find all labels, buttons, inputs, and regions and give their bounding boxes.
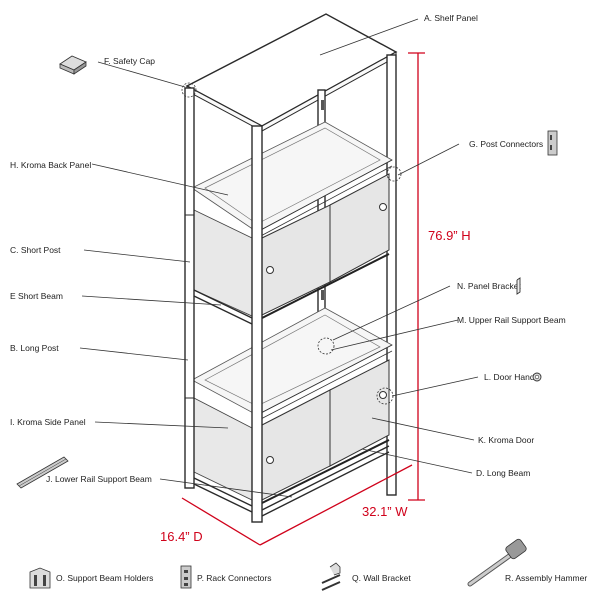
label-support-beam-holders: O. Support Beam Holders	[56, 573, 153, 583]
panel-bracket-icon	[516, 277, 521, 295]
label-assembly-hammer: R. Assembly Hammer	[505, 573, 587, 583]
label-post-connectors: G. Post Connectors	[469, 139, 543, 149]
leader-m	[330, 319, 459, 351]
short-beam	[193, 289, 253, 319]
wall-bracket-icon	[321, 562, 341, 591]
label-short-post: C. Short Post	[10, 245, 61, 255]
rack-connectors-icon	[180, 565, 192, 589]
back-right-post	[386, 54, 397, 496]
leader-f	[97, 61, 186, 88]
door-handle	[379, 203, 387, 211]
label-panel-bracket: N. Panel Bracket	[457, 281, 521, 291]
assembly-hammer-icon	[467, 538, 527, 587]
leader-b	[79, 347, 189, 361]
lower-door-right	[329, 359, 390, 467]
label-long-post: B. Long Post	[10, 343, 59, 353]
depth-dimension-line	[181, 497, 261, 546]
front-right-post	[251, 125, 263, 523]
leader-c	[83, 249, 191, 263]
leader-k	[371, 417, 475, 441]
leader-i	[94, 421, 229, 429]
leader-a	[319, 18, 419, 56]
label-shelf-panel: A. Shelf Panel	[424, 13, 478, 23]
leader-j	[159, 478, 293, 498]
leader-l	[391, 376, 479, 397]
post-connector-icon	[547, 130, 558, 156]
depth-dimension: 16.4” D	[160, 529, 203, 544]
upper-rail-callout	[317, 337, 335, 355]
label-upper-rail-support: M. Upper Rail Support Beam	[457, 315, 566, 325]
lower-shelf-front-beam-lower	[256, 350, 393, 422]
upper-door-right	[329, 173, 390, 283]
post-slot	[321, 290, 324, 300]
door-handle	[379, 391, 387, 399]
label-kroma-side-panel: I. Kroma Side Panel	[10, 417, 86, 427]
label-safety-cap: F. Safety Cap	[104, 56, 155, 66]
label-short-beam: E Short Beam	[10, 291, 63, 301]
short-beam	[193, 295, 253, 325]
front-left-post	[184, 87, 195, 489]
upper-shelf-front-beam-lower	[256, 165, 393, 239]
lower-rail-beam-icon	[16, 456, 69, 489]
leader-e	[81, 295, 222, 306]
label-lower-rail-support: J. Lower Rail Support Beam	[46, 474, 152, 484]
height-dimension: 76.9” H	[428, 228, 471, 243]
post-slot	[321, 100, 324, 110]
safety-cap-callout	[181, 82, 197, 98]
safety-cap-icon	[59, 55, 87, 75]
label-kroma-back-panel: H. Kroma Back Panel	[10, 160, 91, 170]
upper-lower-rail	[261, 253, 390, 319]
label-rack-connectors: P. Rack Connectors	[197, 573, 272, 583]
leader-g	[397, 143, 460, 176]
width-dimension: 32.1” W	[362, 504, 408, 519]
bottom-long-beam	[261, 445, 390, 511]
upper-glass-inner	[204, 127, 381, 225]
lower-glass-inner	[204, 314, 381, 407]
bottom-short-beam	[193, 477, 253, 507]
bottom-short-beam	[193, 483, 253, 513]
leader-d	[361, 448, 473, 474]
support-beam-holders-icon	[29, 567, 51, 589]
lower-shelf-front-beam	[256, 344, 393, 416]
label-long-beam: D. Long Beam	[476, 468, 530, 478]
width-dimension-line	[259, 464, 413, 546]
door-handle	[266, 266, 274, 274]
label-wall-bracket: Q. Wall Bracket	[352, 573, 411, 583]
upper-shelf-front-beam	[256, 159, 393, 233]
label-door-handle: L. Door Handle	[484, 372, 541, 382]
leader-n	[332, 285, 451, 341]
door-handle-icon	[532, 372, 542, 382]
door-handle	[266, 456, 274, 464]
bottom-long-beam	[261, 451, 390, 517]
leader-h	[91, 163, 229, 196]
label-kroma-door: K. Kroma Door	[478, 435, 534, 445]
post-connector-callout	[386, 166, 402, 182]
